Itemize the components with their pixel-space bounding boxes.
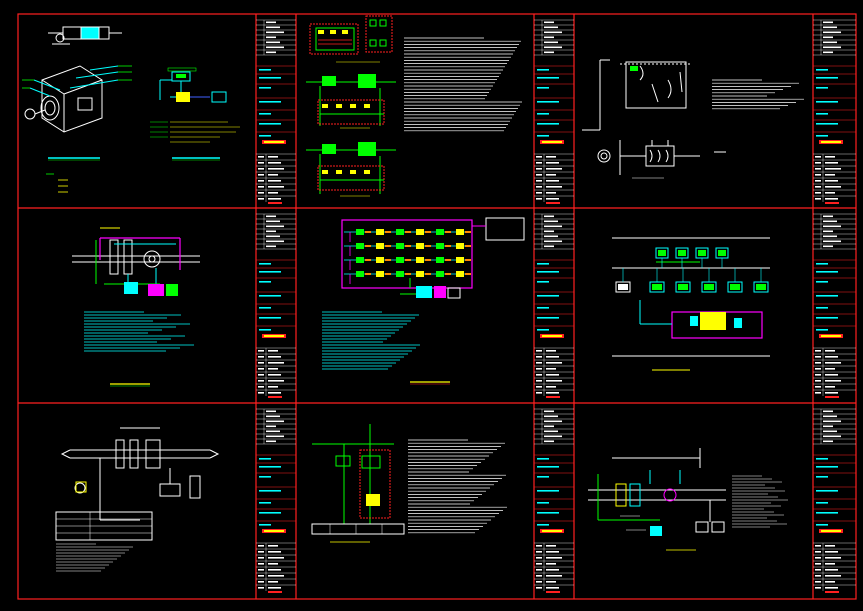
- title-block: [256, 213, 296, 398]
- sheet-grid: [17, 13, 857, 600]
- title-block: [534, 19, 574, 204]
- title-block: [256, 408, 296, 593]
- title-block: [813, 408, 856, 593]
- title-blocks: [256, 19, 856, 593]
- sheet-2-drawing: [306, 15, 522, 197]
- title-block: [534, 213, 574, 398]
- title-block: [256, 19, 296, 204]
- sheet-6-drawing: [612, 237, 770, 371]
- sheet-4-drawing: [72, 227, 200, 387]
- title-block: [813, 213, 856, 398]
- sheet-3-drawing: [582, 59, 804, 179]
- sheet-7-drawing: [55, 427, 220, 572]
- title-block: [813, 19, 856, 204]
- sheet-1-drawing: [22, 26, 240, 193]
- sheet-8-drawing: [311, 424, 507, 543]
- title-block: [534, 408, 574, 593]
- sheet-5-drawing: [322, 217, 525, 385]
- sheet-9-drawing: [588, 448, 788, 551]
